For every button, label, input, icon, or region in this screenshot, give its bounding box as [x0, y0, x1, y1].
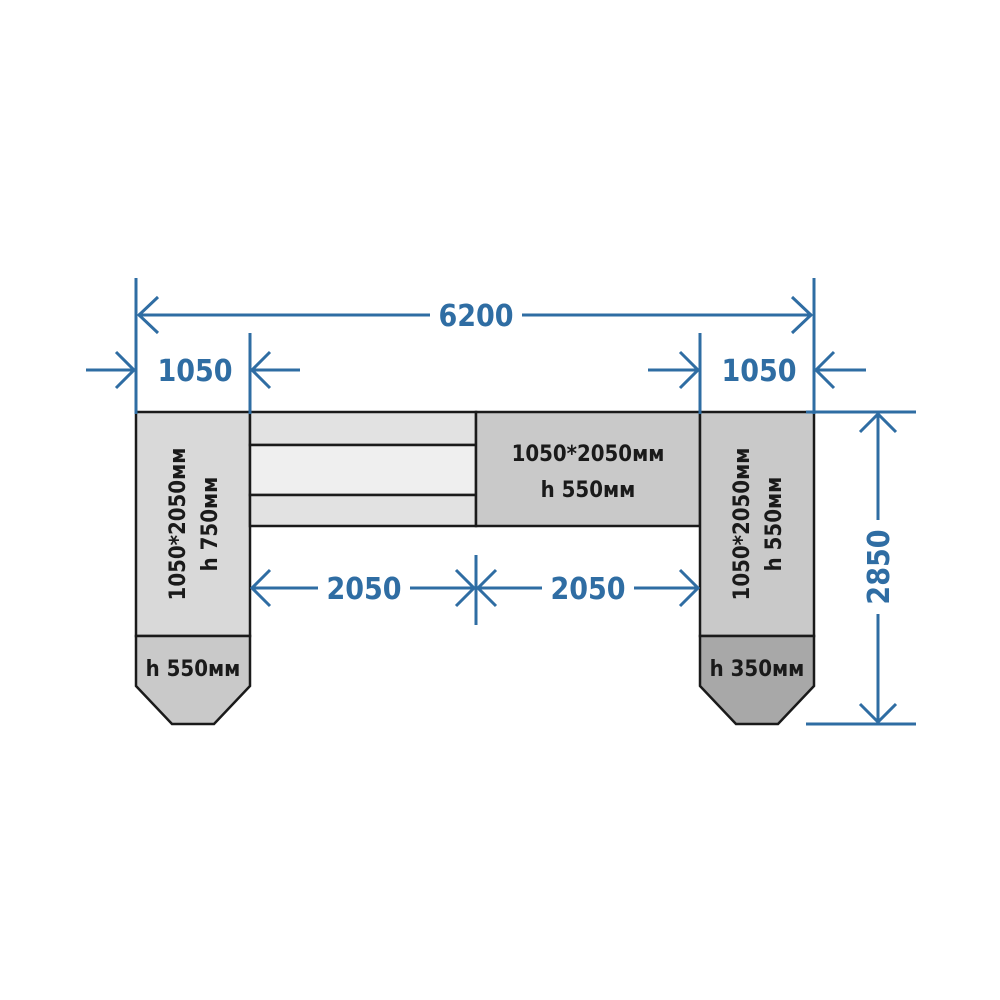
right-unit-size-label: 1050*2050мм [730, 448, 755, 601]
total-width-arrow-left [136, 295, 160, 335]
left-unit-height-label: h 750мм [198, 477, 223, 572]
left-width-label: 1050 [157, 354, 232, 389]
left-unit-base [134, 634, 252, 726]
depth-label: 2850 [862, 529, 897, 604]
center-unit-height-label: h 550мм [541, 478, 636, 503]
middle-shelf-top [248, 410, 478, 447]
left-width-arrow-a [114, 350, 137, 390]
left-unit-main [134, 410, 252, 638]
middle-left-arrow-b [454, 568, 477, 608]
middle-right-label: 2050 [550, 572, 625, 607]
depth-arrow-bottom [858, 702, 898, 725]
total-width-label: 6200 [438, 299, 513, 334]
middle-right-arrow-b [678, 568, 701, 608]
right-unit-base [698, 634, 816, 726]
middle-shelf-bottom [248, 493, 478, 528]
center-unit-size-label: 1050*2050мм [512, 442, 665, 467]
right-width-arrow-b [813, 350, 836, 390]
left-base-height-label: h 550мм [146, 657, 241, 682]
left-width-arrow-b [249, 350, 272, 390]
total-width-arrow-right [790, 295, 814, 335]
middle-shelf-mid [248, 443, 478, 497]
middle-left-label: 2050 [326, 572, 401, 607]
right-width-label: 1050 [721, 354, 796, 389]
middle-left-arrow-a [249, 568, 272, 608]
right-width-arrow-a [678, 350, 701, 390]
middle-right-arrow-a [475, 568, 498, 608]
right-unit-main [698, 410, 816, 638]
left-unit-size-label: 1050*2050мм [166, 448, 191, 601]
block-labels: 1050*2050мм h 750мм h 550мм 1050*2050мм … [146, 442, 805, 682]
depth-arrow-top [858, 411, 898, 434]
blocks [134, 410, 816, 726]
right-unit-height-label: h 550мм [762, 477, 787, 572]
dimension-lines: 6200 1050 1050 2050 2050 2850 [86, 278, 916, 726]
right-base-height-label: h 350мм [710, 657, 805, 682]
center-unit [474, 410, 702, 528]
